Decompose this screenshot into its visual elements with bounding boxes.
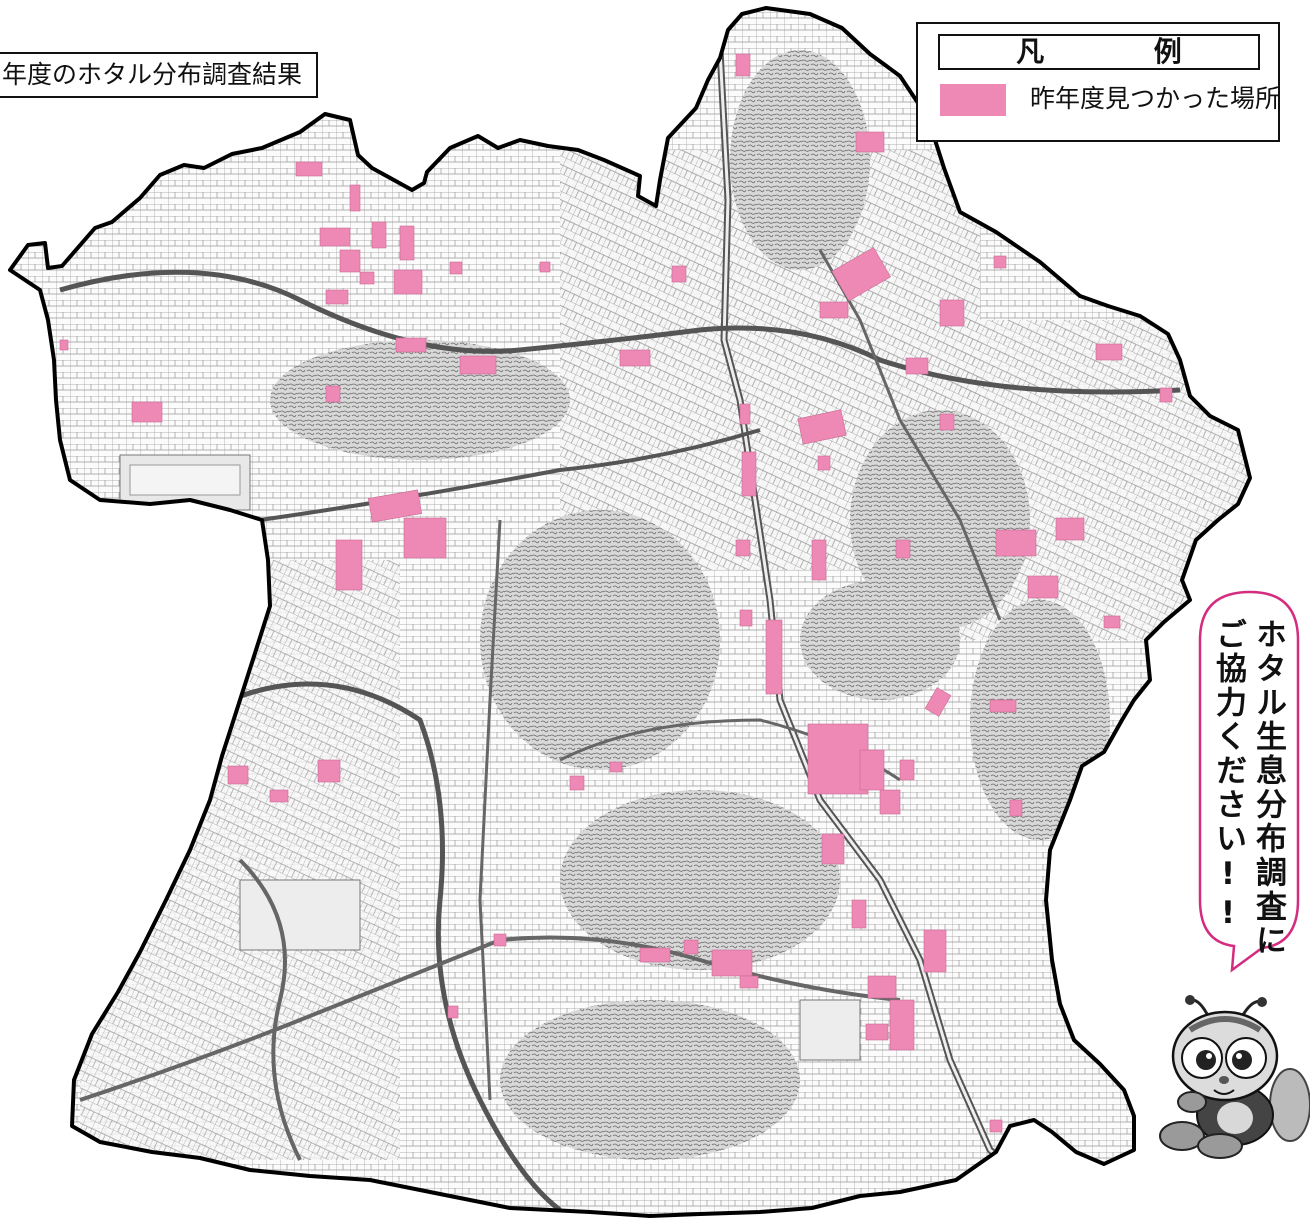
- map-title: 年度のホタル分布調査結果: [0, 52, 319, 98]
- legend-item-label: 昨年度見つかった場所: [1030, 84, 1281, 113]
- legend-swatch-pink: [940, 84, 1006, 116]
- firefly-mascot-icon: [1159, 995, 1310, 1159]
- legend: 凡 例 昨年度見つかった場所: [916, 22, 1280, 142]
- legend-heading-left: 凡: [1016, 35, 1045, 68]
- callout-line-1: ホタル生息分布調査に: [1250, 618, 1286, 958]
- legend-heading: 凡 例: [938, 34, 1260, 70]
- callout-line-2: ご協力ください!!: [1210, 618, 1246, 934]
- legend-heading-right: 例: [1153, 35, 1182, 68]
